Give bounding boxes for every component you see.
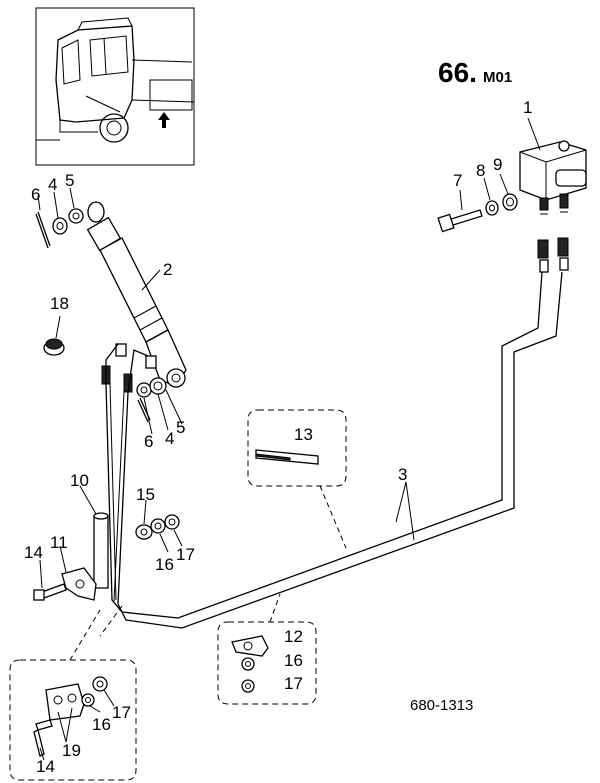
callout-17-detail-19: 17 [112,703,131,722]
pin-part-6-top [35,211,51,249]
clamp-part-11 [61,567,97,601]
callout-17-detail-12: 17 [284,674,303,693]
bolt-part-7 [437,209,483,233]
callout-4-bottom: 4 [165,429,174,448]
cylinder-part-2 [86,201,187,388]
callout-19: 19 [62,741,81,760]
callout-10: 10 [70,471,89,490]
callout-5-top: 5 [65,171,74,190]
callout-1: 1 [523,98,532,117]
bolt-part-14 [33,583,67,601]
callout-14-detail: 14 [36,757,55,776]
grommet-part-18 [43,338,65,356]
callout-16-detail-19: 16 [92,715,111,734]
callout-17: 17 [176,545,195,564]
callout-14: 14 [24,543,43,562]
callout-13: 13 [294,425,313,444]
callout-15: 15 [136,485,155,504]
callout-11: 11 [50,533,68,552]
callout-2: 2 [163,260,172,279]
washer-part-15 [135,524,153,540]
washer-part-16 [150,518,166,534]
callout-8: 8 [476,161,485,180]
washer-part-8 [485,200,499,216]
callout-16: 16 [155,555,174,574]
page-title: 66. M01 [438,57,512,88]
callout-16-detail-12: 16 [284,651,303,670]
nut-part-4-bottom [136,382,152,398]
truck-cab-inset [35,7,195,166]
callout-5-bottom: 5 [176,418,185,437]
diagram-number: 66. [438,57,477,88]
callout-labels: 1 2 3 4 4 5 5 6 6 7 8 9 10 11 12 13 14 1… [24,98,532,776]
callout-9: 9 [493,155,502,174]
washer-part-5-bottom [149,377,167,395]
callout-4-top: 4 [48,175,57,194]
connector-dash [99,605,123,637]
diagram-suffix: M01 [483,69,512,86]
callout-3: 3 [398,465,407,484]
tube-part-10 [93,512,109,589]
drawing-number: 680-1313 [410,697,473,714]
pipes-part-3 [105,271,563,629]
nut-part-17 [164,514,180,530]
callout-6-bottom: 6 [144,432,153,451]
callout-12: 12 [284,627,303,646]
washer-part-5-top [68,208,84,224]
nut-part-4-top [52,217,68,235]
callout-18: 18 [50,294,69,313]
valve-part-1 [519,140,587,215]
callout-6-top: 6 [31,185,40,204]
detail-box-13 [247,409,347,549]
washer-part-9 [502,193,518,211]
detail-box-12 [217,593,317,705]
leader-lines [37,117,541,761]
callout-7: 7 [453,171,462,190]
